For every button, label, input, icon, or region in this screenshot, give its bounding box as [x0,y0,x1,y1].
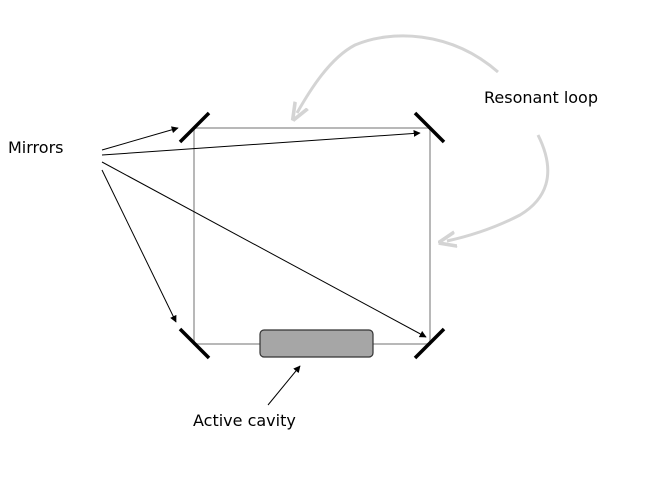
resonant-loop-arrow-upper [297,34,499,113]
mirrors-arrow-top-left [101,126,179,151]
resonant-loop-arrow-lower [447,134,550,241]
mirror-bottom-left [178,327,211,360]
active-cavity [259,329,374,358]
resonant-loop-label: Resonant loop [484,88,598,107]
resonant-loop-path [193,127,431,345]
mirror-top-right [413,111,446,144]
mirrors-arrow-top-right [101,129,421,156]
mirrors-arrow-bottom-right [101,161,427,338]
active-cavity-arrow [267,365,301,406]
mirror-bottom-right [413,327,446,360]
active-cavity-label: Active cavity [193,411,296,430]
mirrors-label: Mirrors [8,138,64,157]
mirrors-arrow-bottom-left [101,169,177,323]
mirror-top-left [178,111,211,144]
